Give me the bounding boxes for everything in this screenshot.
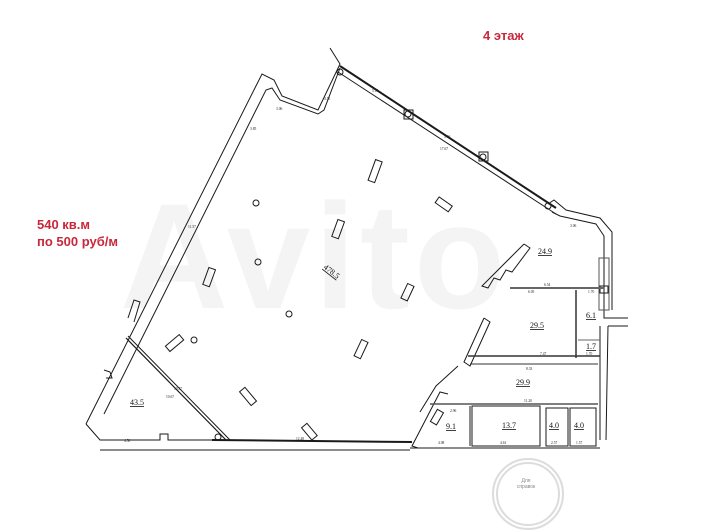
- price-per-meter: по 500 руб/м: [37, 234, 118, 249]
- svg-text:11.20: 11.20: [524, 399, 532, 403]
- svg-text:10.67: 10.67: [166, 395, 174, 399]
- svg-text:5.66: 5.66: [444, 135, 450, 139]
- inner-wall-top-left: [103, 67, 341, 415]
- svg-text:8.33: 8.33: [526, 367, 532, 371]
- svg-text:2.57: 2.57: [551, 441, 557, 445]
- svg-text:6.54: 6.54: [544, 283, 550, 287]
- room-label-9-1: 9.1: [446, 422, 456, 431]
- room-4-0a-walls: [545, 407, 569, 447]
- right-wall-lower: [603, 312, 628, 319]
- room-label-43-5: 43.5: [130, 398, 144, 407]
- svg-text:2.96: 2.96: [450, 409, 456, 413]
- svg-text:4.55: 4.55: [324, 97, 330, 101]
- floor-label: 4 этаж: [483, 28, 524, 43]
- avito-watermark: Avito: [120, 170, 509, 343]
- svg-text:1.70: 1.70: [586, 352, 592, 356]
- svg-text:11.57: 11.57: [188, 225, 196, 229]
- partition-24-9: [481, 243, 531, 289]
- pillar-ducts: [164, 158, 453, 441]
- room-label-4-0-a: 4.0: [549, 421, 559, 430]
- right-wall-upper: [547, 199, 613, 310]
- outer-wall-top-left: [85, 47, 341, 425]
- svg-text:17.67: 17.67: [440, 147, 448, 151]
- room-13-7-walls: [471, 405, 541, 447]
- bottom-wall: [85, 423, 212, 441]
- svg-text:3.85: 3.85: [250, 127, 256, 131]
- partition-43-5: [125, 337, 227, 441]
- room-label-29-5: 29.5: [530, 321, 544, 330]
- room-label-main: 478.5: [322, 262, 342, 280]
- svg-text:7.47: 7.47: [540, 352, 546, 356]
- columns: [190, 68, 552, 441]
- room-label-24-9: 24.9: [538, 247, 552, 256]
- svg-text:4.08: 4.08: [438, 441, 444, 445]
- svg-text:4.61: 4.61: [500, 441, 506, 445]
- svg-text:1.70: 1.70: [588, 290, 594, 294]
- svg-text:3.06: 3.06: [276, 107, 282, 111]
- svg-text:3.06: 3.06: [570, 224, 576, 228]
- area-price-annotation: 540 кв.м по 500 руб/м: [37, 216, 118, 250]
- svg-text:1.57: 1.57: [576, 441, 582, 445]
- room-label-13-7: 13.7: [502, 421, 516, 430]
- room-label-1-7: 1.7: [586, 342, 596, 351]
- svg-text:6.05: 6.05: [528, 290, 534, 294]
- svg-text:5.18: 5.18: [372, 89, 378, 93]
- area-total: 540 кв.м: [37, 217, 91, 232]
- room-label-4-0-b: 4.0: [574, 421, 584, 430]
- top-diagonal-wall: [339, 65, 557, 209]
- room-label-29-9: 29.9: [516, 378, 530, 387]
- stamp-text: Для справок: [516, 478, 536, 490]
- floor-plan: 478.5 24.9 29.5 6.1 1.7 29.9 43.5 9.1 13…: [85, 47, 628, 451]
- partition-29-5: [463, 317, 491, 367]
- room-4-0b-walls: [569, 407, 597, 447]
- room-label-6-1: 6.1: [586, 311, 596, 320]
- svg-text:12.48: 12.48: [296, 437, 304, 441]
- stamp-seal: [492, 458, 564, 530]
- svg-text:10.57: 10.57: [174, 387, 182, 391]
- svg-text:4.50: 4.50: [124, 439, 130, 443]
